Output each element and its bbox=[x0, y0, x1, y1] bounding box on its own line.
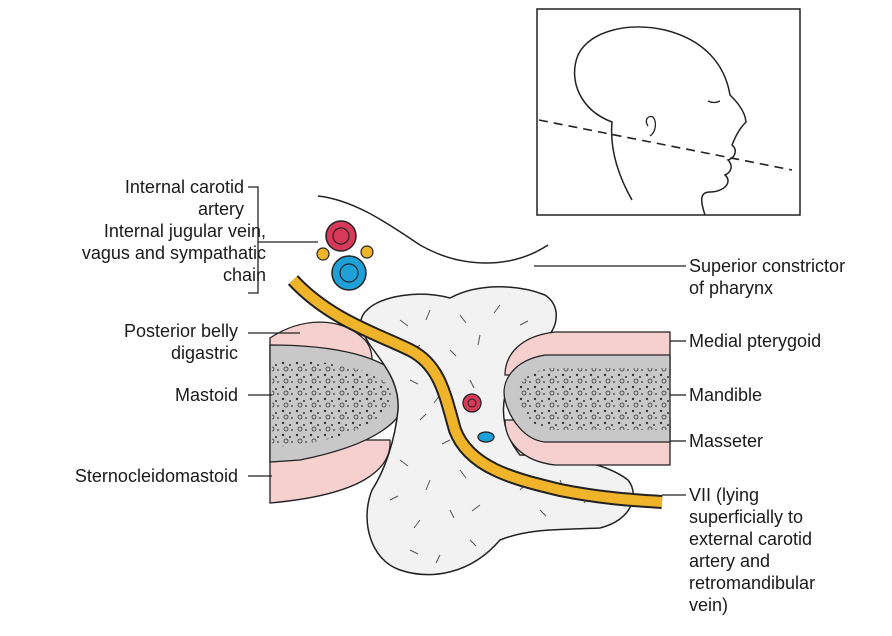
external-carotid-artery bbox=[463, 394, 481, 412]
inset-frame bbox=[537, 9, 800, 215]
label-mastoid: Mastoid bbox=[175, 384, 238, 406]
internal-carotid-artery bbox=[326, 221, 356, 251]
retromandibular-vein bbox=[478, 432, 494, 442]
label-posterior-belly-digastric: Posterior belly digastric bbox=[124, 320, 238, 364]
orientation-inset bbox=[537, 9, 800, 215]
internal-jugular-vein bbox=[332, 256, 366, 290]
vagus-nerve bbox=[317, 248, 329, 260]
label-mandible: Mandible bbox=[689, 384, 762, 406]
sympathetic-chain bbox=[361, 246, 373, 258]
label-masseter: Masseter bbox=[689, 430, 763, 452]
label-sternocleidomastoid: Sternocleidomastoid bbox=[75, 465, 238, 487]
label-internal-carotid: Internal carotid artery bbox=[125, 176, 244, 220]
label-superior-constrictor: Superior constrictor of pharynx bbox=[689, 255, 845, 299]
label-medial-pterygoid: Medial pterygoid bbox=[689, 330, 821, 352]
label-internal-jugular: Internal jugular vein, vagus and sympath… bbox=[82, 220, 266, 286]
label-facial-nerve-vii: VII (lying superficially to external car… bbox=[689, 484, 815, 616]
carotid-sheath bbox=[317, 221, 373, 290]
